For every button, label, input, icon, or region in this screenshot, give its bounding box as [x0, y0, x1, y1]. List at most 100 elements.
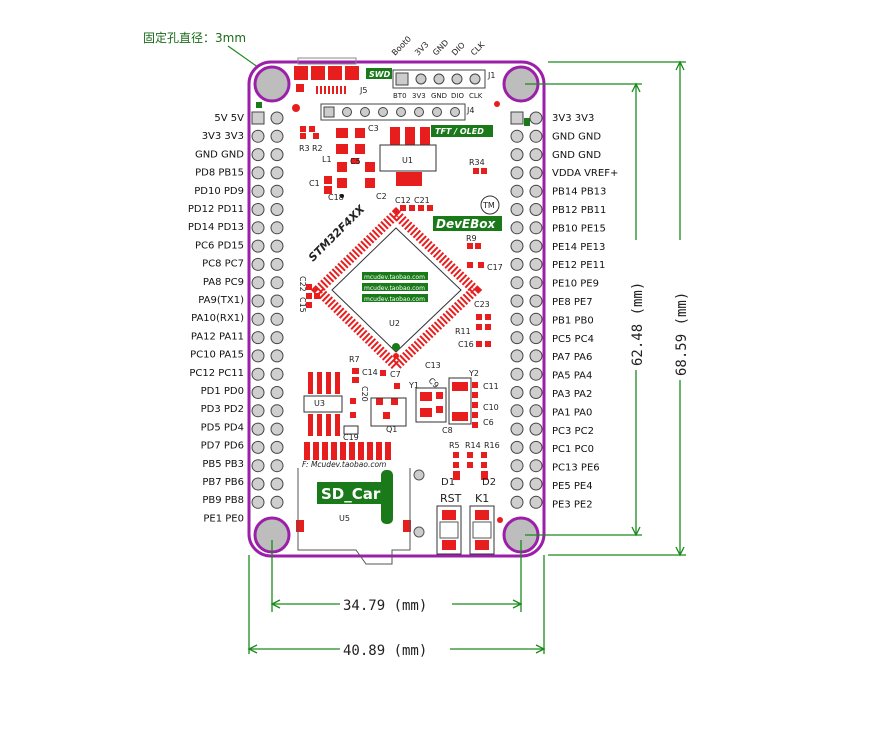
led-d2-label: D2 — [482, 477, 496, 488]
label-l1: L1 — [322, 155, 332, 164]
right-pin-label: PB1 PB0 — [552, 315, 594, 326]
right-header-pin-14-1 — [529, 367, 543, 381]
left-header-pin-5-1 — [270, 203, 284, 216]
right-header-pin-7-0 — [510, 239, 524, 253]
right-header-pin-20-1 — [529, 477, 543, 491]
chip-ref-u2: U2 — [389, 319, 400, 328]
right-header-pin-9-1 — [529, 276, 543, 290]
right-pin-label: GND GND — [552, 131, 601, 142]
right-pin-label: PC5 PC4 — [552, 334, 594, 345]
right-header-pin-0-0 — [510, 111, 524, 125]
right-pin-label: PB12 PB11 — [552, 205, 606, 216]
left-header-pin-21-1 — [270, 495, 284, 509]
right-header-pin-4-1 — [529, 184, 543, 198]
right-header-pin-11-1 — [529, 312, 543, 326]
right-header-pin-15-0 — [510, 386, 524, 399]
sd-card-label: SD_Card — [321, 485, 391, 503]
right-header-pin-9-0 — [510, 276, 524, 290]
left-header-pin-3-0 — [251, 166, 265, 180]
right-header-pin-10-1 — [529, 294, 543, 308]
right-header-pin-6-1 — [529, 221, 543, 235]
label-r11: R11 — [455, 327, 471, 336]
label-c13: C13 — [425, 361, 441, 370]
label-c5: C5 — [350, 157, 361, 166]
k1-button — [469, 505, 495, 555]
right-header-pin-18-0 — [510, 440, 524, 454]
sd-footprint-text: F: Mcudev.taobao.com — [302, 460, 386, 469]
left-header-pin-2-0 — [251, 148, 265, 162]
left-pin-label: PC12 PC11 — [189, 368, 244, 379]
left-header-pin-20-0 — [251, 477, 265, 491]
right-header-pin-13-1 — [529, 349, 543, 363]
j1-label: J1 — [487, 71, 495, 80]
right-pin-label: PB14 PB13 — [552, 187, 606, 198]
label-c10: C10 — [483, 403, 499, 412]
right-pin-label: PC3 PC2 — [552, 426, 594, 437]
left-header-pin-8-0 — [251, 257, 265, 271]
j1-top-label-3v3: 3V3 — [413, 40, 430, 57]
rst-button-label: RST — [440, 492, 462, 505]
right-header-pin-1-0 — [510, 129, 524, 143]
left-header-pin-7-1 — [270, 239, 284, 253]
left-header-pin-12-0 — [251, 331, 265, 345]
label-c16: C16 — [458, 340, 474, 349]
label-u3: U3 — [314, 399, 325, 408]
brand-badge — [433, 216, 502, 231]
label-u1: U1 — [402, 156, 413, 165]
left-header-pin-10-1 — [270, 294, 284, 308]
right-header-pin-21-0 — [510, 495, 524, 509]
left-header-pin-9-1 — [270, 276, 284, 290]
left-pin-label: PD10 PD9 — [194, 186, 244, 197]
led-d1-label: D1 — [441, 477, 455, 488]
right-header-pin-12-1 — [529, 331, 543, 345]
label-c22: C22 — [298, 276, 307, 292]
label-c20: C20 — [360, 386, 369, 402]
left-header-pin-11-1 — [270, 312, 284, 326]
hole-diameter-note: 固定孔直径：3mm — [143, 30, 246, 45]
left-pin-label: PD3 PD2 — [201, 404, 244, 415]
right-header-pin-0-1 — [529, 111, 543, 125]
j4-label: J4 — [466, 106, 474, 115]
left-pin-label: PA10(RX1) — [191, 313, 244, 324]
right-header-pin-2-0 — [510, 148, 524, 162]
label-r9: R9 — [466, 234, 477, 243]
label-c11: C11 — [483, 382, 499, 391]
right-header-pin-21-1 — [529, 495, 543, 509]
right-header-pin-15-1 — [529, 386, 543, 399]
left-header-pin-18-1 — [270, 440, 284, 454]
sd-ref-u5: U5 — [339, 514, 350, 523]
left-header-pin-0-1 — [270, 111, 284, 125]
chip-url-2: mcudev.taobao.com — [364, 285, 425, 292]
label-c19: C19 — [343, 433, 359, 442]
label-r16: R16 — [484, 441, 500, 450]
left-header-pin-14-0 — [251, 367, 265, 381]
left-header-pin-9-0 — [251, 276, 265, 290]
right-header-pin-18-1 — [529, 440, 543, 454]
j1-top-label-gnd: GND — [431, 38, 450, 57]
left-pin-label: PE1 PE0 — [203, 513, 244, 524]
left-pin-label: PB5 PB3 — [202, 459, 244, 470]
mounting-holes — [253, 65, 540, 554]
j1-bottom-label-clk: CLK — [469, 92, 483, 100]
l1-mark — [340, 194, 344, 198]
rst-button — [436, 505, 462, 555]
left-pin-label: PD12 PD11 — [188, 204, 244, 215]
left-pin-label: PD5 PD4 — [201, 422, 244, 433]
label-r7: R7 — [349, 355, 360, 364]
label-r2: R2 — [312, 144, 323, 153]
right-header-pin-5-1 — [529, 203, 543, 216]
indicator-dot — [494, 101, 500, 107]
label-r3: R3 — [299, 144, 310, 153]
chip-url-3: mcudev.taobao.com — [364, 296, 425, 303]
left-header-pin-12-1 — [270, 331, 284, 345]
dimension-lines — [247, 60, 686, 654]
left-header-pin-10-0 — [251, 294, 265, 308]
u1-regulator — [379, 144, 437, 172]
j1-top-label-clk: CLK — [469, 40, 487, 58]
right-header-pin-20-0 — [510, 477, 524, 491]
left-pin-label: PB7 PB6 — [202, 477, 244, 488]
left-pin-label: 5V 5V — [214, 113, 244, 124]
swd-badge — [366, 68, 392, 79]
